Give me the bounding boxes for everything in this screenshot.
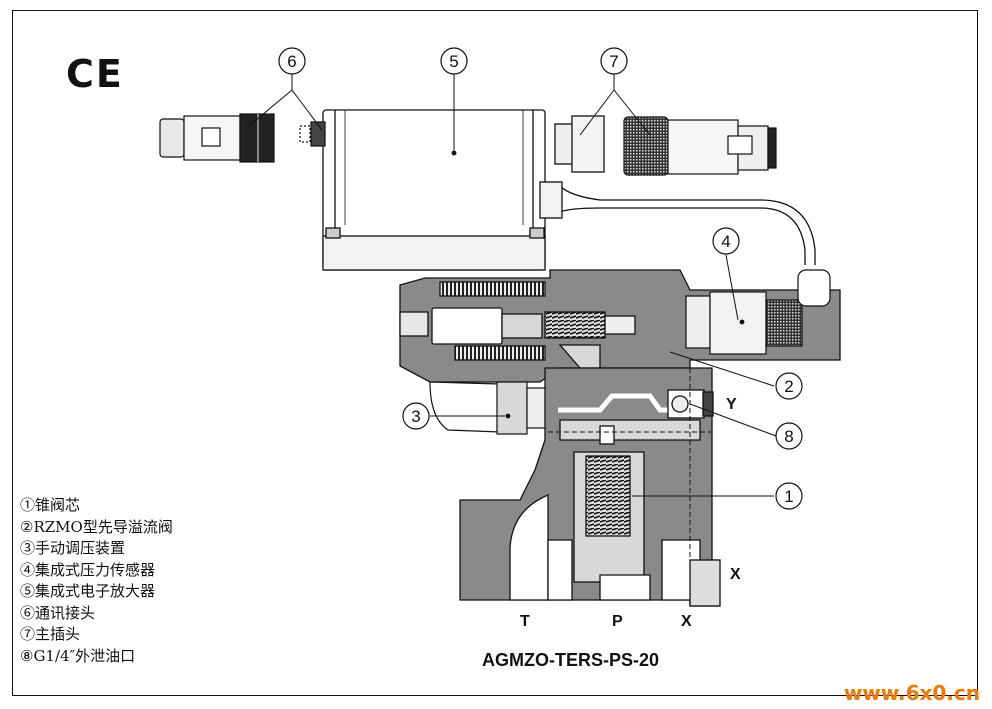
callout-circles: 6 5 7 4 2 3 8 1 bbox=[278, 47, 803, 510]
callout-6: 6 bbox=[278, 47, 306, 75]
callout-8: 8 bbox=[775, 422, 803, 450]
parts-legend: ①锥阀芯 ②RZMO型先导溢流阀 ③手动调压装置 ④集成式压力传感器 ⑤集成式电… bbox=[20, 495, 173, 667]
port-y-label: Y bbox=[726, 396, 737, 413]
electronic-amplifier bbox=[322, 109, 605, 271]
callout-4: 4 bbox=[712, 227, 740, 255]
svg-text:1: 1 bbox=[784, 487, 793, 506]
callout-1: 1 bbox=[775, 482, 803, 510]
callout-leaders bbox=[249, 74, 777, 497]
svg-text:4: 4 bbox=[721, 232, 730, 251]
svg-text:5: 5 bbox=[449, 52, 458, 71]
watermark: www.6x0.cn bbox=[843, 681, 980, 705]
legend-item: ⑤集成式电子放大器 bbox=[20, 582, 156, 600]
legend-item: ③手动调压装置 bbox=[20, 539, 126, 557]
legend-item: ②RZMO型先导溢流阀 bbox=[20, 517, 173, 536]
legend-item: ⑧G1/4″外泄油口 bbox=[20, 646, 136, 665]
pressure-sensor bbox=[685, 269, 831, 355]
sensor-cable bbox=[539, 181, 816, 265]
callout-2: 2 bbox=[775, 372, 803, 400]
main-valve-body bbox=[459, 367, 721, 607]
callout-3: 3 bbox=[402, 402, 430, 430]
legend-item: ⑥通讯接头 bbox=[20, 603, 96, 622]
callout-7: 7 bbox=[600, 47, 628, 75]
port-p-label: P bbox=[612, 613, 623, 630]
svg-text:6: 6 bbox=[287, 52, 296, 71]
svg-text:2: 2 bbox=[784, 377, 793, 396]
port-x-side-label: X bbox=[730, 566, 741, 583]
legend-item: ④集成式压力传感器 bbox=[20, 560, 156, 579]
main-plug bbox=[623, 116, 777, 176]
model-number: AGMZO-TERS-PS-20 bbox=[482, 650, 660, 670]
callout-5: 5 bbox=[440, 47, 468, 75]
svg-text:8: 8 bbox=[784, 427, 793, 446]
diagram-frame bbox=[12, 10, 978, 696]
port-t-label: T bbox=[520, 613, 530, 630]
ce-mark: CE bbox=[66, 52, 124, 96]
communication-connector bbox=[159, 113, 326, 163]
legend-item: ⑦主插头 bbox=[20, 625, 81, 643]
legend-item: ①锥阀芯 bbox=[20, 496, 81, 514]
port-x-bottom-label: X bbox=[681, 613, 692, 630]
svg-text:3: 3 bbox=[411, 407, 420, 426]
svg-text:7: 7 bbox=[609, 52, 618, 71]
